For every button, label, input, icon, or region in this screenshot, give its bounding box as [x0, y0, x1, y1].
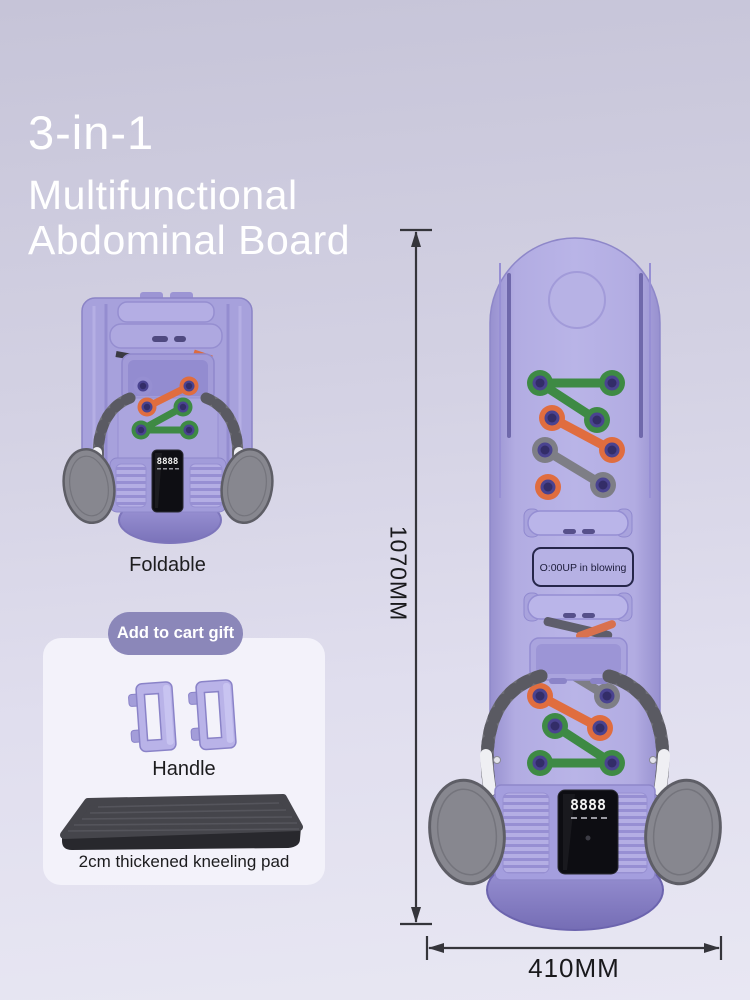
handle-caption: Handle [152, 758, 216, 780]
gift-badge: Add to cart gift [108, 612, 243, 655]
board-top-circle [548, 271, 606, 329]
screen-plate [529, 637, 628, 684]
board-display: 8888 [557, 789, 619, 875]
page-title: 3-in-1 Multifunctional Abdominal Board [28, 108, 350, 263]
flex-tubes [480, 669, 670, 797]
knee-pads [428, 778, 722, 886]
foldable-caption: Foldable [129, 554, 206, 576]
title-line-2: Multifunctional [28, 172, 298, 219]
title-line-3: Abdominal Board [28, 217, 351, 264]
kneeling-pad-figure [60, 794, 303, 850]
handle-figure [128, 678, 238, 754]
height-dimension-line [400, 228, 432, 926]
width-dimension-line [425, 936, 723, 960]
kneeling-pad-caption: 2cm thickened kneeling pad [78, 852, 290, 871]
folded-board-figure: 8888 [62, 292, 274, 544]
width-dimension-label: 410MM [528, 953, 620, 983]
folded-display: 8888 [151, 449, 184, 513]
title-line-1: 3-in-1 [28, 106, 155, 159]
abdominal-board-figure: O:00UP in blowing [428, 237, 722, 931]
height-dimension-label: 1070MM [385, 525, 412, 622]
board-screen-label: O:00UP in blowing [540, 562, 627, 574]
folded-display-readout: 8888 [157, 457, 179, 467]
gift-card: Add to cart gift Handle [43, 612, 325, 885]
roller-bar-bottom [523, 592, 633, 622]
roller-bar-top [523, 508, 633, 538]
board-display-readout: 8888 [570, 796, 606, 814]
